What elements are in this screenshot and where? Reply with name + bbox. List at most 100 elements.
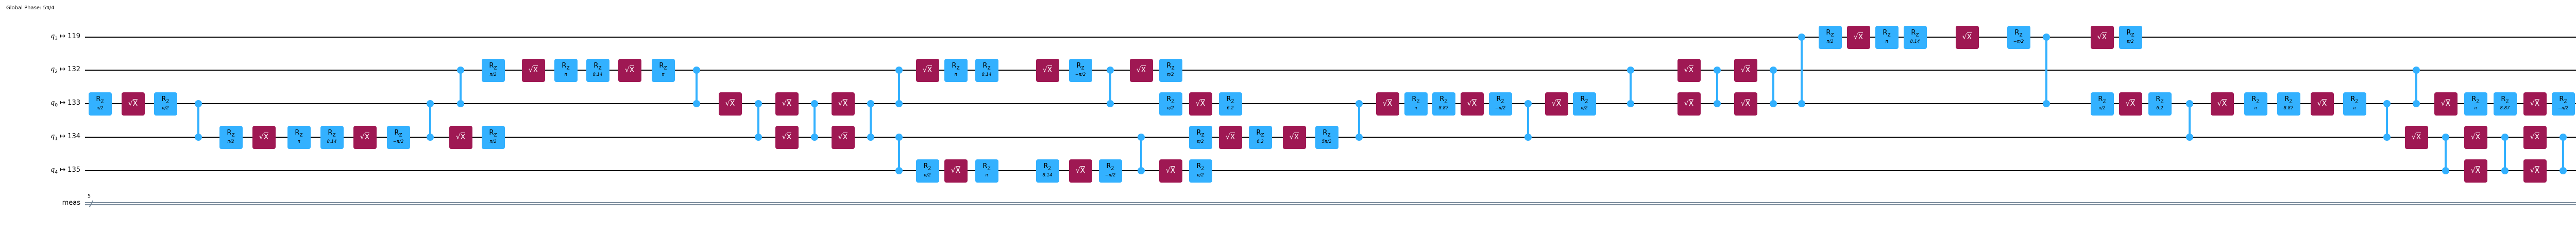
rz-gate: RZ−π/2 bbox=[1488, 92, 1512, 116]
rz-gate-label: RZ bbox=[2126, 29, 2134, 38]
cz-control-dot bbox=[1770, 100, 1777, 107]
sx-gate: √X bbox=[2310, 92, 2334, 116]
sx-gate: √X bbox=[1545, 92, 1568, 116]
rz-angle-label: π/2 bbox=[2127, 39, 2134, 44]
rz-angle-label: π/2 bbox=[489, 72, 497, 77]
sqrt-x-gate-label: √X bbox=[2217, 99, 2227, 108]
sx-gate: √X bbox=[2119, 92, 2142, 116]
rz-gate-label: RZ bbox=[1226, 95, 1234, 105]
rz-angle-label: 8.87 bbox=[2500, 105, 2510, 111]
sx-gate: √X bbox=[831, 92, 855, 116]
cz-connection bbox=[2504, 137, 2506, 171]
sx-gate: √X bbox=[2523, 92, 2547, 116]
cz-connection bbox=[2189, 104, 2191, 137]
cz-control-dot bbox=[895, 134, 903, 141]
rz-angle-label: π/2 bbox=[924, 172, 931, 178]
rz-angle-label: π bbox=[2353, 105, 2356, 111]
cz-connection bbox=[2045, 37, 2047, 104]
sx-gate: √X bbox=[1734, 92, 1757, 116]
rz-gate-label: RZ bbox=[562, 62, 570, 71]
cz-control-dot bbox=[693, 67, 700, 74]
sqrt-x-gate-label: √X bbox=[1382, 99, 1393, 108]
sx-gate: √X bbox=[1955, 25, 1979, 49]
rz-gate-label: RZ bbox=[2156, 95, 2164, 105]
sx-gate: √X bbox=[2090, 25, 2114, 49]
qubit-wire-label: q1 ↦ 134 bbox=[50, 133, 80, 142]
rz-angle-label: 5π/2 bbox=[1321, 139, 1332, 144]
classical-wire bbox=[85, 204, 2576, 205]
sqrt-x-gate-label: √X bbox=[2441, 99, 2451, 108]
rz-angle-label: π/2 bbox=[96, 105, 104, 111]
cz-control-dot bbox=[2501, 167, 2509, 174]
classical-wire-label: meas bbox=[62, 199, 80, 207]
rz-gate-label: RZ bbox=[2014, 29, 2023, 38]
sqrt-x-gate-label: √X bbox=[1684, 66, 1694, 74]
cz-control-dot bbox=[811, 100, 818, 107]
rz-gate-label: RZ bbox=[227, 129, 235, 138]
sqrt-x-gate-label: √X bbox=[1165, 166, 1176, 175]
rz-gate-label: RZ bbox=[2284, 95, 2293, 105]
cz-connection bbox=[2415, 70, 2417, 104]
cz-control-dot bbox=[2043, 100, 2050, 107]
rz-angle-label: 6.2 bbox=[2156, 105, 2163, 111]
cz-control-dot bbox=[457, 67, 464, 74]
rz-gate-label: RZ bbox=[161, 95, 170, 105]
cz-control-dot bbox=[2560, 134, 2567, 141]
cz-control-dot bbox=[1107, 100, 1114, 107]
sx-gate: √X bbox=[775, 125, 799, 149]
qubit-wire bbox=[85, 70, 2576, 71]
sqrt-x-gate-label: √X bbox=[128, 99, 138, 108]
sqrt-x-gate-label: √X bbox=[1136, 66, 1146, 74]
sx-gate: √X bbox=[1460, 92, 1484, 116]
sqrt-x-gate-label: √X bbox=[1195, 99, 1206, 108]
sx-gate: √X bbox=[916, 58, 939, 82]
sqrt-x-gate-label: √X bbox=[624, 66, 635, 74]
rz-angle-label: 8.87 bbox=[2283, 105, 2294, 111]
cz-control-dot bbox=[2413, 67, 2420, 74]
cz-control-dot bbox=[895, 167, 903, 174]
rz-gate-label: RZ bbox=[295, 129, 303, 138]
cz-control-dot bbox=[867, 134, 874, 141]
rz-angle-label: π/2 bbox=[227, 139, 234, 144]
classical-wire bbox=[85, 202, 2576, 203]
sqrt-x-gate-label: √X bbox=[1551, 99, 1562, 108]
rz-angle-label: −π/2 bbox=[1495, 105, 1506, 111]
cz-connection bbox=[460, 70, 462, 104]
cz-control-dot bbox=[2442, 134, 2449, 141]
cz-control-dot bbox=[895, 100, 903, 107]
cz-control-dot bbox=[1355, 134, 1363, 141]
sx-gate: √X bbox=[775, 92, 799, 116]
rz-angle-label: π bbox=[985, 172, 988, 178]
cz-control-dot bbox=[1714, 67, 1721, 74]
sx-gate: √X bbox=[1282, 125, 1306, 149]
sx-gate: √X bbox=[2210, 92, 2234, 116]
cz-control-dot bbox=[2383, 100, 2391, 107]
rz-angle-label: −π/2 bbox=[393, 139, 404, 144]
cz-connection bbox=[429, 104, 431, 137]
classical-width-count: 5 bbox=[88, 193, 91, 199]
sqrt-x-gate-label: √X bbox=[1962, 32, 1972, 41]
sqrt-x-gate-label: √X bbox=[725, 99, 735, 108]
cz-control-dot bbox=[457, 100, 464, 107]
cz-connection bbox=[1109, 70, 1111, 104]
cz-control-dot bbox=[1798, 100, 1805, 107]
cz-control-dot bbox=[195, 100, 202, 107]
sx-gate: √X bbox=[618, 58, 641, 82]
sqrt-x-gate-label: √X bbox=[2097, 32, 2107, 41]
